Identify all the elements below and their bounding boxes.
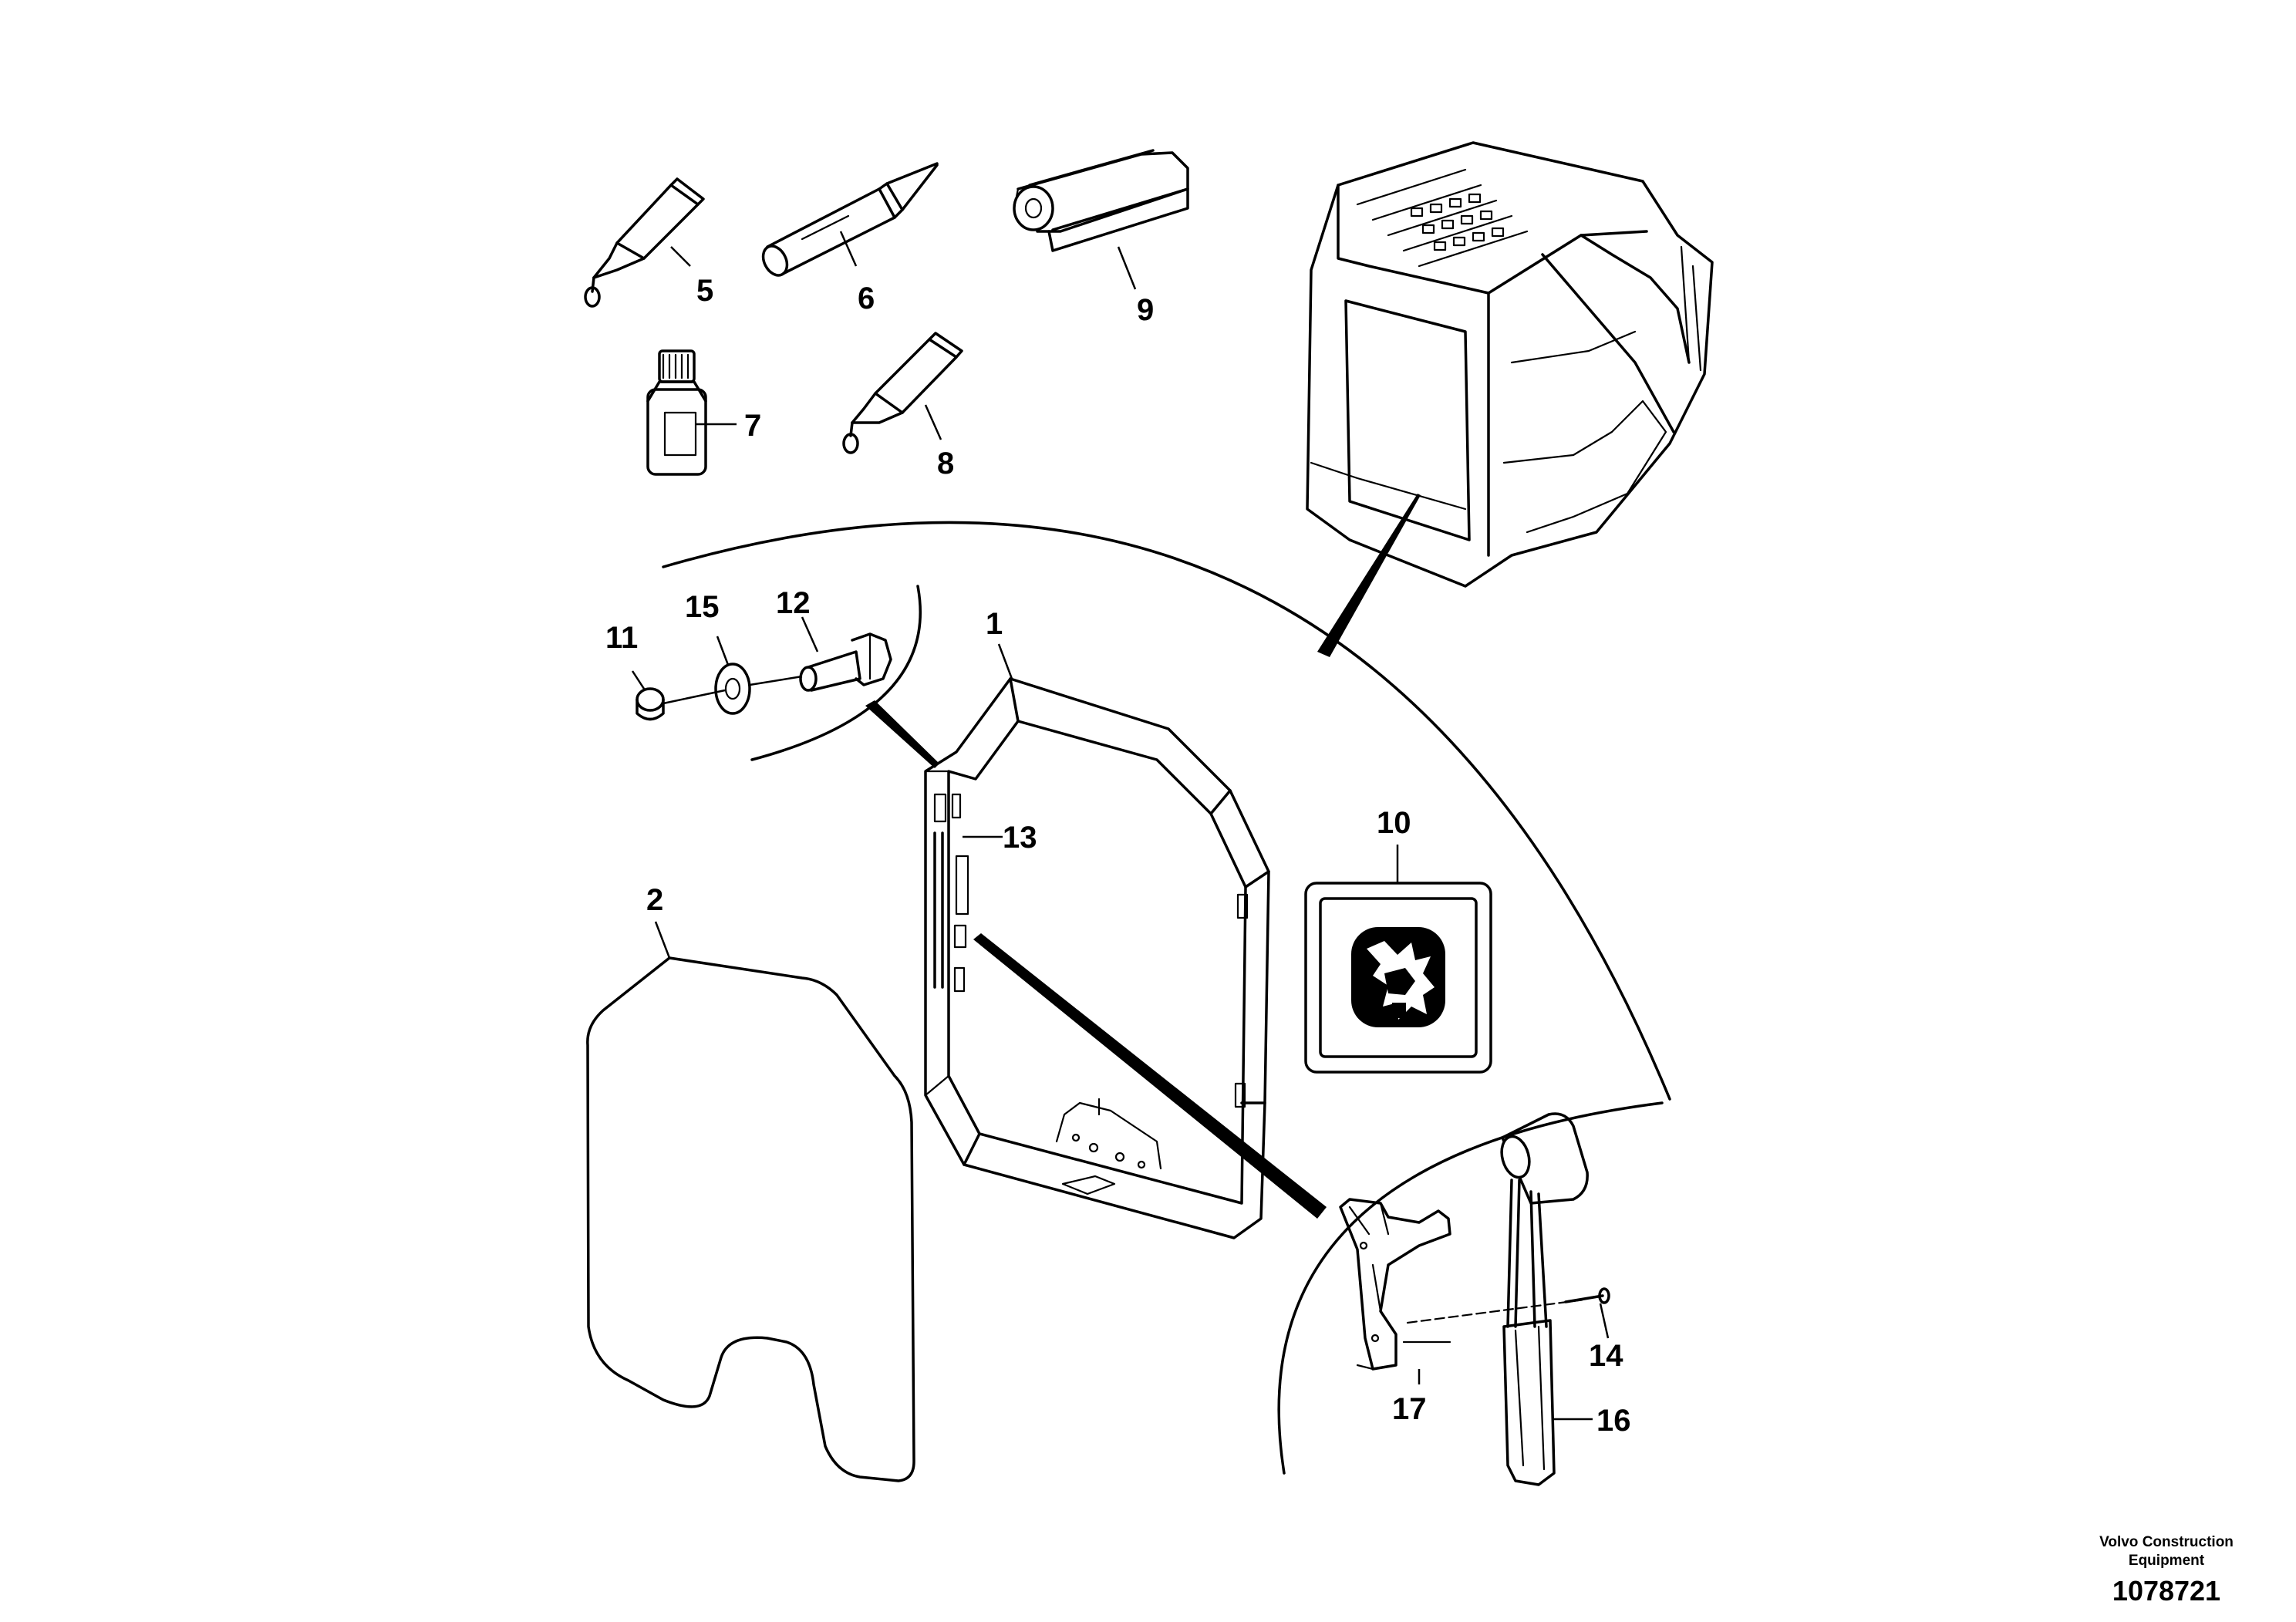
callout-5: 5	[696, 274, 713, 308]
detail-arc-lever	[1277, 1101, 1664, 1475]
item-1-door-frame	[924, 643, 1270, 1239]
item-10-decal	[1304, 845, 1492, 1074]
item-16-lever	[1500, 1112, 1593, 1486]
callout-11: 11	[605, 621, 638, 655]
callout-14: 14	[1589, 1339, 1623, 1373]
item-17-bracket	[1339, 1198, 1451, 1384]
item-9-seal-strip	[1013, 149, 1189, 290]
callout-8: 8	[937, 447, 954, 481]
cab-pointer-wedge	[1317, 494, 1421, 657]
item-7-bottle	[646, 349, 737, 476]
callout-1: 1	[986, 607, 1003, 641]
lever-pointer-wedge	[973, 933, 1327, 1219]
brand-line-1: Volvo Construction	[2099, 1534, 2234, 1550]
item-5-tube	[584, 177, 705, 308]
item-2-glass-panel	[586, 921, 915, 1482]
callout-13: 13	[1003, 821, 1037, 855]
callout-6: 6	[858, 282, 875, 315]
callout-15: 15	[685, 590, 720, 624]
brand-line-2: Equipment	[2128, 1553, 2205, 1569]
cab-illustration	[1306, 141, 1714, 588]
callout-17: 17	[1392, 1392, 1427, 1426]
callout-2: 2	[646, 883, 663, 917]
detail-arc-main	[662, 521, 1671, 1101]
detail-arc-bolt	[750, 585, 922, 761]
item-11-cap	[631, 670, 665, 721]
brand-label: Volvo Construction Equipment	[2082, 1533, 2251, 1570]
callout-10: 10	[1377, 806, 1411, 840]
drawing-number: 1078721	[2112, 1575, 2221, 1607]
bolt-pointer-wedge	[865, 700, 939, 768]
callout-7: 7	[744, 409, 761, 443]
item-14-pin	[1406, 1287, 1610, 1339]
callout-9: 9	[1137, 293, 1154, 327]
item-15-washer	[714, 636, 751, 715]
item-6-cartridge	[761, 162, 939, 277]
callout-16: 16	[1596, 1404, 1631, 1438]
callout-12: 12	[776, 586, 811, 620]
item-8-tube	[842, 332, 963, 454]
item-12-bolt	[799, 616, 892, 692]
